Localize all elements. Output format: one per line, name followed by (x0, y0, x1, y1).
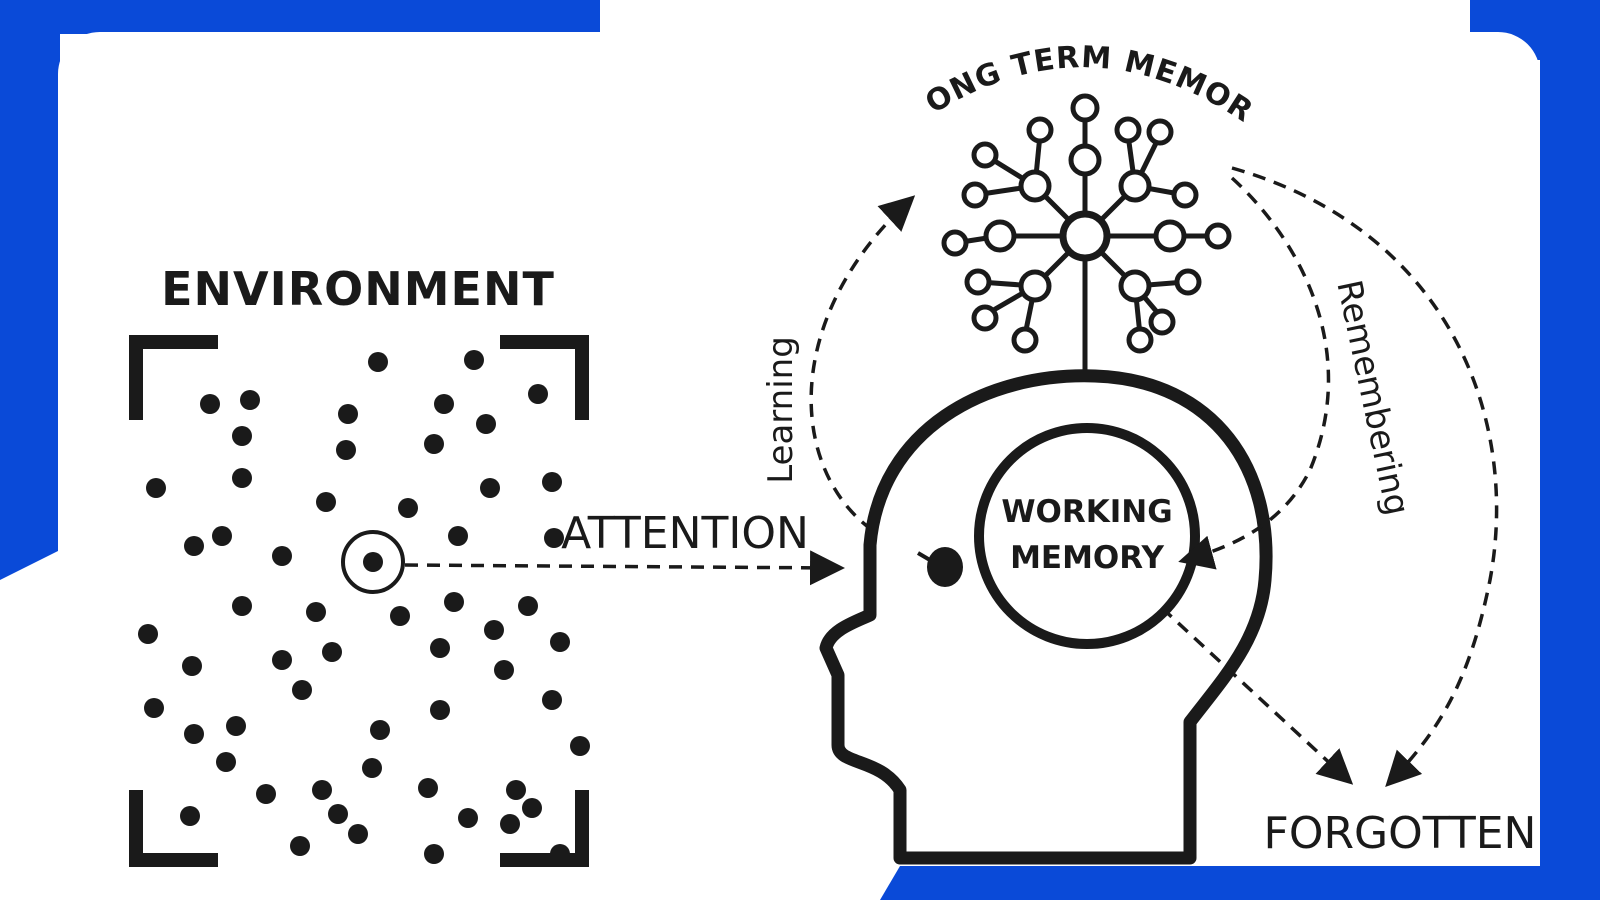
environment-dot (184, 536, 204, 556)
environment-dot (338, 404, 358, 424)
environment-dots (138, 350, 590, 864)
environment-dot (292, 680, 312, 700)
environment-dot (528, 384, 548, 404)
environment-label: ENVIRONMENT (161, 262, 555, 316)
environment-dot (484, 620, 504, 640)
environment-dot (430, 700, 450, 720)
forgotten-label: FORGOTTEN (1264, 808, 1537, 859)
working-memory-circle (974, 423, 1200, 649)
attention-label: ATTENTION (561, 508, 809, 559)
environment-frame (129, 335, 589, 867)
environment-dot (424, 434, 444, 454)
environment-dot (348, 824, 368, 844)
environment-dot (232, 596, 252, 616)
environment-dot (570, 736, 590, 756)
environment-dot (272, 650, 292, 670)
neural-tree-icon (941, 93, 1232, 372)
remembering-arrow (1178, 176, 1331, 570)
environment-dot (368, 352, 388, 372)
environment-dot (256, 784, 276, 804)
environment-dot (370, 720, 390, 740)
attention-arrow (404, 550, 845, 586)
environment-dot (240, 390, 260, 410)
environment-dot (328, 804, 348, 824)
remembering-label: Remembering (1328, 277, 1417, 519)
environment-dot (290, 836, 310, 856)
environment-dot (464, 350, 484, 370)
environment-dot (144, 698, 164, 718)
learning-label: Learning (761, 336, 801, 484)
environment-dot (312, 780, 332, 800)
environment-dot (200, 394, 220, 414)
environment-dot (232, 468, 252, 488)
environment-dot (522, 798, 542, 818)
learning-arrow (809, 195, 916, 532)
focus-target-icon (341, 530, 405, 594)
environment-dot (138, 624, 158, 644)
environment-dot (212, 526, 232, 546)
environment-dot (480, 478, 500, 498)
blue-top-band (0, 0, 600, 34)
environment-dot (216, 752, 236, 772)
environment-dot (306, 602, 326, 622)
environment-dot (434, 394, 454, 414)
working-memory-line1: WORKING (1001, 494, 1172, 530)
environment-dot (146, 478, 166, 498)
environment-dot (476, 414, 496, 434)
environment-dot (182, 656, 202, 676)
head-silhouette-icon (819, 369, 1273, 865)
environment-dot (542, 472, 562, 492)
environment-dot (500, 814, 520, 834)
eye-icon (916, 547, 963, 587)
environment-dot (542, 690, 562, 710)
environment-dot (544, 528, 564, 548)
environment-dot (458, 808, 478, 828)
blue-right-band (1540, 0, 1600, 900)
environment-dot (518, 596, 538, 616)
environment-dot (336, 440, 356, 460)
environment-dot (180, 806, 200, 826)
environment-dot (550, 844, 570, 864)
environment-dot (444, 592, 464, 612)
environment-dot (430, 638, 450, 658)
environment-dot (494, 660, 514, 680)
blue-bottom-band (880, 866, 1540, 900)
working-memory-line2: MEMORY (1010, 540, 1164, 576)
long-term-memory-label: LONG TERM MEMORY (0, 0, 1259, 129)
environment-dot (424, 844, 444, 864)
environment-dot (448, 526, 468, 546)
environment-dot (362, 758, 382, 778)
environment-dot (418, 778, 438, 798)
environment-dot (390, 606, 410, 626)
environment-dot (506, 780, 526, 800)
forgotten-arrow-outer (1231, 166, 1499, 788)
environment-dot (398, 498, 418, 518)
environment-dot (316, 492, 336, 512)
environment-dot (226, 716, 246, 736)
environment-dot (232, 426, 252, 446)
blue-left-band (0, 0, 60, 580)
environment-dot (272, 546, 292, 566)
environment-dot (184, 724, 204, 744)
environment-dot (322, 642, 342, 662)
environment-dot (550, 632, 570, 652)
